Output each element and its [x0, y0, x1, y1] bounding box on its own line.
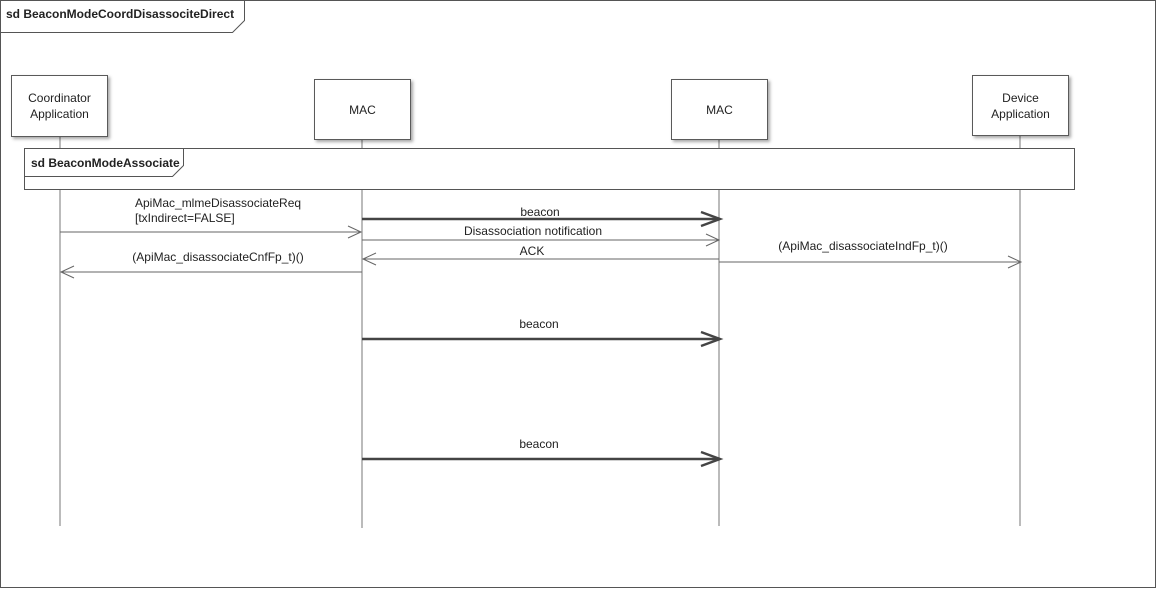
msg-label-beacon-3: beacon: [519, 437, 559, 451]
lifeline-head-mac-2: MAC: [671, 79, 768, 140]
msg-label-beacon-2: beacon: [519, 317, 559, 331]
msg-label-disassociate-ind: (ApiMac_disassociateIndFp_t)(): [778, 239, 948, 253]
fragment-beacon-mode-associate: [24, 148, 1075, 190]
msg-ack: [361, 252, 719, 266]
msg-label-ack: ACK: [519, 244, 545, 258]
msg-disassociation-notification: [362, 233, 721, 247]
fragment-title: sd BeaconModeAssociate: [31, 156, 180, 170]
lifeline-label: MAC: [706, 102, 733, 117]
frame-title: sd BeaconModeCoordDisassociteDirect: [6, 7, 235, 21]
msg-label-disassociate-cnf: (ApiMac_disassociateCnfFp_t)(): [132, 250, 304, 264]
lifeline-label: MAC: [349, 102, 376, 117]
lifeline-head-device-application: Device Application: [972, 75, 1069, 136]
lifeline-head-coordinator-application: Coordinator Application: [11, 75, 108, 137]
lifeline-label: Device: [1002, 90, 1039, 105]
sd-frame-tab: [0, 0, 245, 33]
msg-label-beacon-1: beacon: [520, 205, 560, 219]
msg-label-disassociation-notification: Disassociation notification: [463, 224, 603, 238]
msg-disassociate-req: [60, 225, 363, 239]
msg-beacon-2: [362, 330, 724, 348]
msg-beacon-3: [362, 450, 724, 468]
lifeline-label: Coordinator: [28, 91, 91, 105]
lifeline-head-mac-1: MAC: [314, 79, 411, 140]
lifeline-label: Application: [30, 107, 89, 121]
msg-disassociate-ind: [719, 255, 1023, 269]
fragment-tab: [24, 148, 184, 177]
msg-label-tx-indirect-guard: [txIndirect=FALSE]: [135, 211, 235, 225]
msg-label-disassociate-req: ApiMac_mlmeDisassociateReq: [135, 196, 302, 210]
msg-beacon-1: [362, 210, 724, 228]
msg-disassociate-cnf: [59, 265, 362, 279]
lifeline-label: Application: [991, 106, 1050, 121]
